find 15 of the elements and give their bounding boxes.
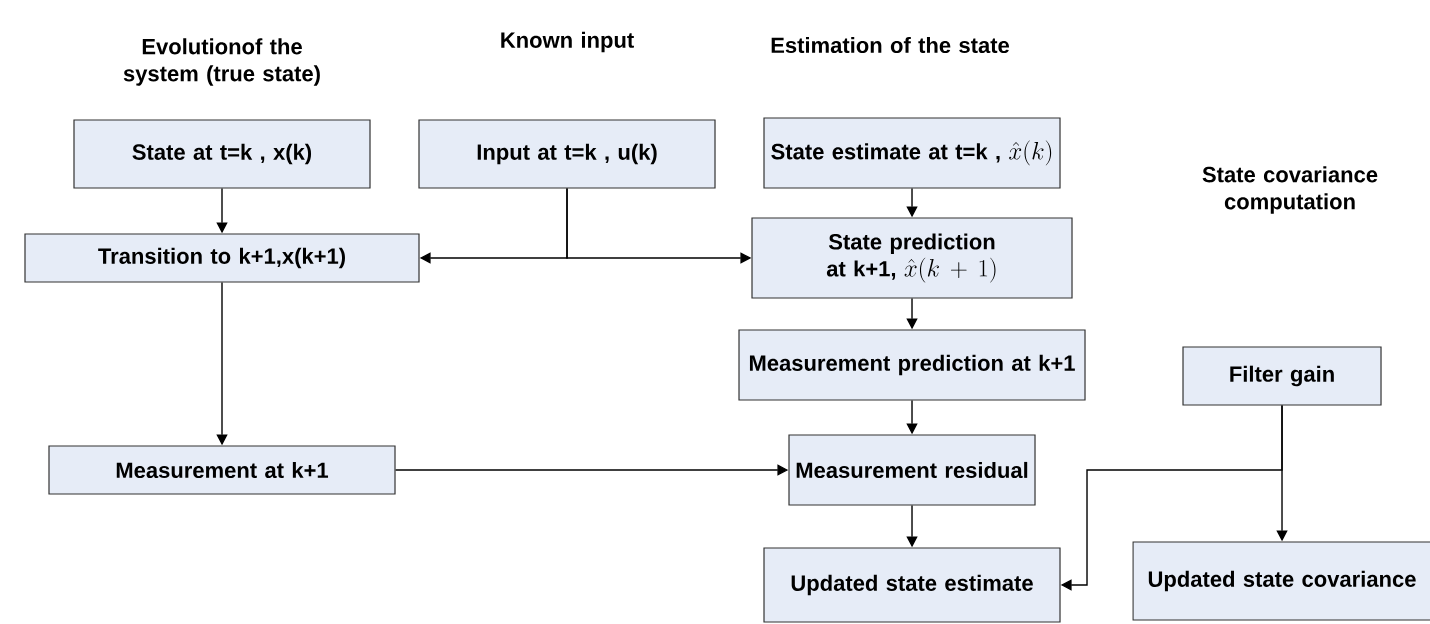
process-box: State prediction at k+1, $\hat{x}(k+1)$ (751, 217, 1073, 299)
column-heading: Estimation of the state (771, 36, 1009, 54)
process-box: Updated state estimate (763, 547, 1061, 623)
column-heading: Evolutionof the system (true state) (123, 38, 320, 86)
process-box: Measurement at k+1 (48, 445, 396, 495)
process-box: State at t=k , x(k) (73, 119, 371, 189)
process-box: Filter gain (1182, 346, 1382, 406)
process-box: Transition to k+1,x(k+1) (24, 233, 420, 283)
process-box: State estimate at t=k , $\hat{x}(k)$ (763, 117, 1061, 189)
process-box: Updated state covariance (1132, 541, 1430, 621)
column-heading: Known input (501, 31, 634, 53)
column-heading: State covariance computation (1202, 166, 1378, 214)
process-box: Measurement residual (788, 434, 1036, 506)
process-box: Measurement prediction at k+1 (738, 329, 1086, 401)
process-box: Input at t=k , u(k) (418, 119, 716, 189)
